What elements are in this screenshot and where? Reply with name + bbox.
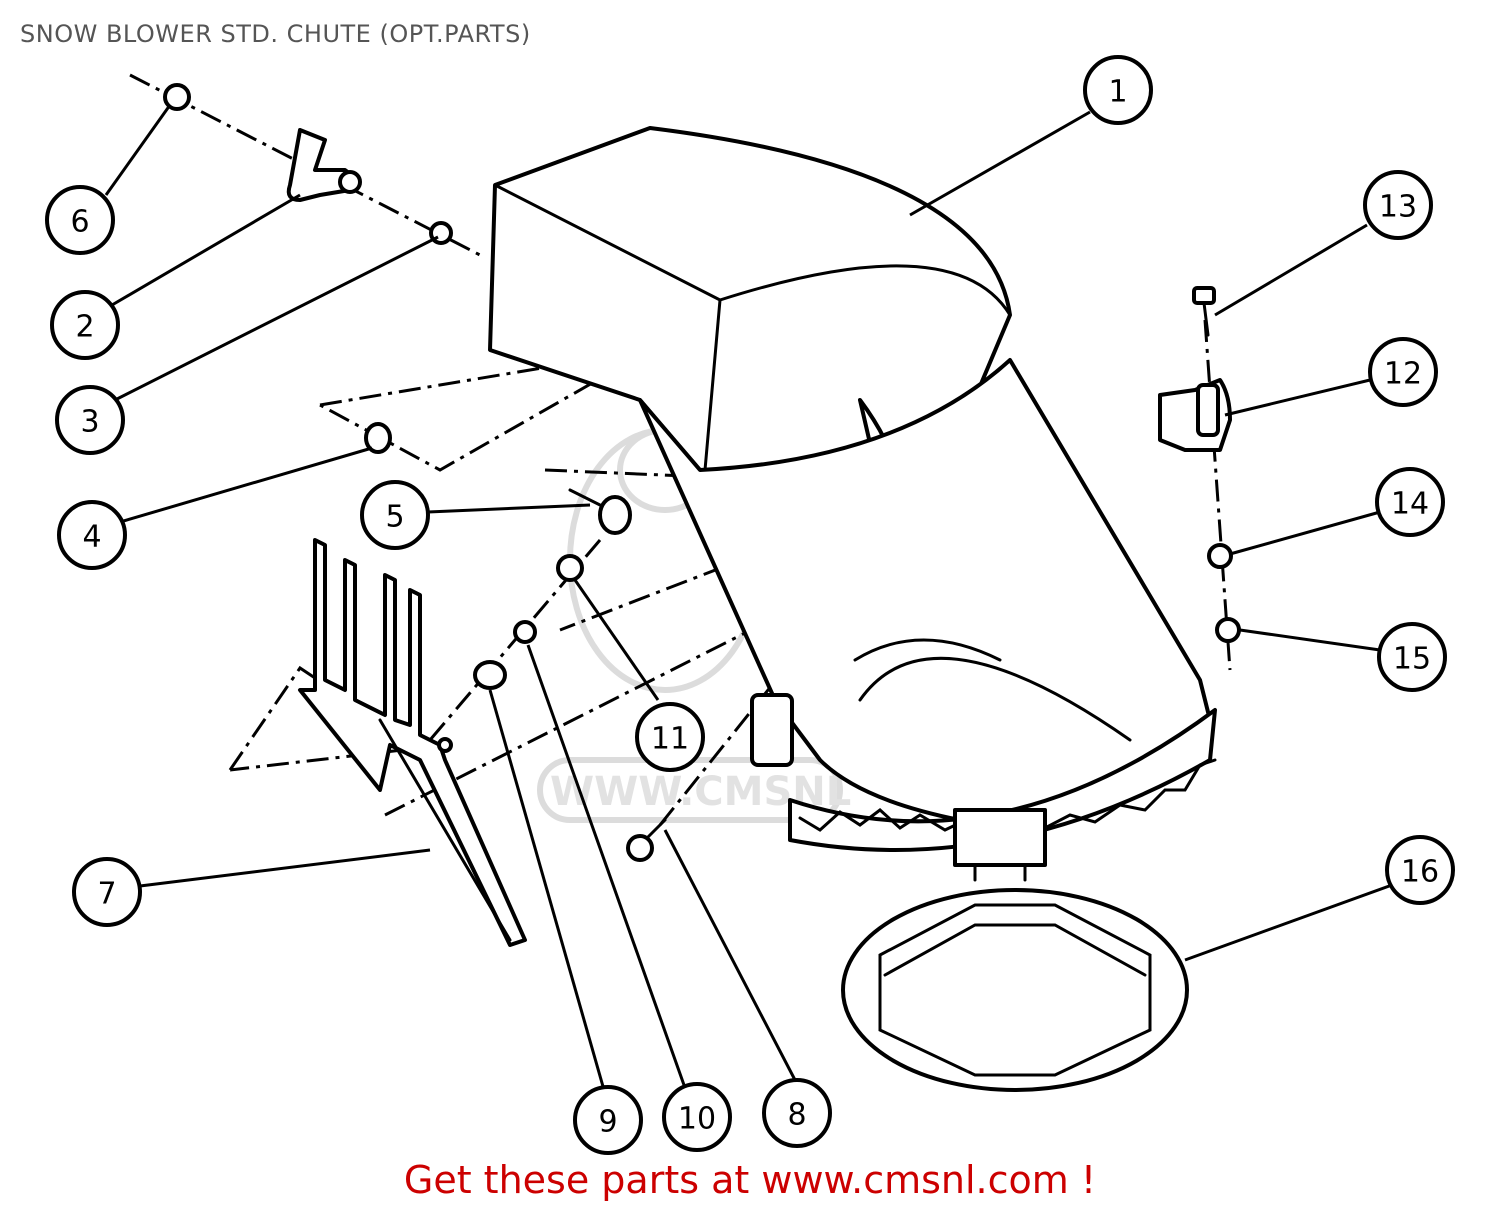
bolt-8 bbox=[626, 818, 667, 862]
svg-text:3: 3 bbox=[80, 405, 99, 440]
callout-8: 8 bbox=[762, 1078, 832, 1148]
callout-2: 2 bbox=[50, 290, 120, 360]
chute-body bbox=[638, 358, 1217, 882]
svg-text:1: 1 bbox=[1108, 75, 1127, 110]
callout-12: 12 bbox=[1368, 337, 1438, 407]
svg-text:15: 15 bbox=[1393, 642, 1431, 677]
svg-text:10: 10 bbox=[678, 1102, 716, 1137]
nut-6 bbox=[163, 83, 191, 111]
nut-11 bbox=[556, 554, 584, 582]
svg-text:11: 11 bbox=[651, 722, 689, 757]
washer-4 bbox=[364, 422, 392, 454]
callout-7: 7 bbox=[72, 857, 142, 927]
callout-3: 3 bbox=[55, 385, 125, 455]
base-ring bbox=[841, 888, 1189, 1092]
callout-11: 11 bbox=[635, 702, 705, 772]
callout-16: 16 bbox=[1385, 835, 1455, 905]
footer-link[interactable]: Get these parts at www.cmsnl.com ! bbox=[403, 1158, 1097, 1202]
callout-14: 14 bbox=[1375, 467, 1445, 537]
svg-text:14: 14 bbox=[1391, 487, 1429, 522]
diagram-title: SNOW BLOWER STD. CHUTE (OPT.PARTS) bbox=[20, 20, 531, 48]
washer-9 bbox=[473, 660, 507, 690]
bolt-13 bbox=[1192, 286, 1216, 337]
callout-6: 6 bbox=[45, 185, 115, 255]
callout-4: 4 bbox=[57, 500, 127, 570]
svg-text:16: 16 bbox=[1401, 855, 1439, 890]
leader-lines bbox=[104, 104, 1393, 1091]
svg-text:13: 13 bbox=[1379, 190, 1417, 225]
callout-9: 9 bbox=[573, 1085, 643, 1155]
svg-text:8: 8 bbox=[787, 1098, 806, 1133]
callout-1: 1 bbox=[1083, 55, 1153, 125]
callout-5: 5 bbox=[360, 480, 430, 550]
svg-text:12: 12 bbox=[1384, 357, 1422, 392]
svg-text:5: 5 bbox=[385, 500, 404, 535]
callout-10: 10 bbox=[662, 1082, 732, 1152]
svg-text:6: 6 bbox=[70, 205, 89, 240]
callout-15: 15 bbox=[1377, 622, 1447, 692]
deflector-grill bbox=[298, 538, 527, 947]
nut-15 bbox=[1215, 617, 1241, 643]
nut-14 bbox=[1207, 543, 1233, 569]
svg-text:7: 7 bbox=[97, 877, 116, 912]
callout-13: 13 bbox=[1363, 170, 1433, 240]
clamp-12 bbox=[1158, 378, 1232, 452]
svg-text:2: 2 bbox=[75, 310, 94, 345]
svg-text:9: 9 bbox=[598, 1105, 617, 1140]
wing-knob bbox=[286, 128, 362, 202]
bolt-5 bbox=[568, 488, 632, 535]
svg-text:4: 4 bbox=[82, 520, 101, 555]
washer-10 bbox=[513, 620, 537, 644]
